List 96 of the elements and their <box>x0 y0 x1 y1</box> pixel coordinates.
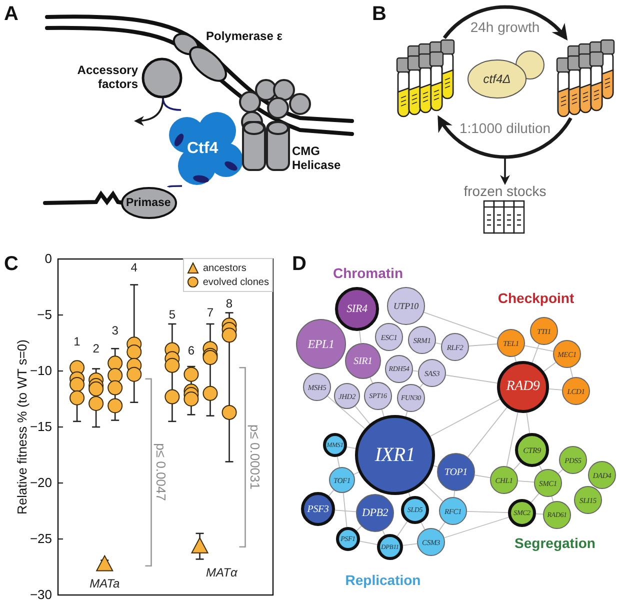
arrow <box>442 5 568 40</box>
plot-annotation: 3 <box>112 324 118 338</box>
p-value-label: p≤ 0.00031 <box>248 424 263 490</box>
interaction-line <box>543 362 556 372</box>
tick-label: −15 <box>30 420 52 434</box>
tether-line <box>168 185 182 188</box>
interaction-line <box>382 530 386 536</box>
interaction-line <box>328 490 334 496</box>
protein-label: CMG Helicase <box>292 144 342 172</box>
interaction-line <box>530 493 540 503</box>
interaction-line <box>548 388 562 390</box>
gene-node: EPL1 <box>296 319 346 369</box>
protein-label: Polymerase ε <box>206 29 282 43</box>
panel-letter: D <box>292 254 306 274</box>
interaction-line <box>513 462 521 470</box>
strain-label: ctf4Δ <box>482 72 512 86</box>
gene-node: PSF3 <box>301 492 335 526</box>
gene-node: RAD9 <box>497 361 549 413</box>
interaction-line <box>551 496 554 502</box>
interaction-line <box>356 526 362 532</box>
interaction-line <box>558 469 564 474</box>
cluster-title: Segregation <box>514 536 596 550</box>
interaction-line <box>354 406 370 424</box>
interaction-line <box>396 521 408 537</box>
panel-letter: A <box>4 4 18 24</box>
interaction-line <box>570 367 574 378</box>
gene-node: SIR4 <box>335 287 379 331</box>
cluster-title: Checkpoint <box>498 291 574 305</box>
tick-label: −25 <box>30 532 52 546</box>
interaction-line <box>430 398 500 437</box>
interaction-line <box>336 456 340 468</box>
gene-node: CTR9 <box>515 433 549 467</box>
legend-label: ancestors <box>203 262 246 274</box>
cluster-title: Chromatin <box>333 266 403 280</box>
legend-label: evolved clones <box>202 276 269 288</box>
interaction-line <box>468 344 498 346</box>
interaction-line <box>346 446 356 449</box>
interaction-line <box>445 374 498 384</box>
stock-label: frozen stocks <box>462 183 548 199</box>
gene-node: UTP10 <box>387 287 425 325</box>
tether-line <box>162 98 182 111</box>
tick-label: −20 <box>30 476 52 490</box>
interaction-line <box>342 492 348 528</box>
interaction-line <box>506 412 518 467</box>
plot-annotation: 1 <box>74 335 80 348</box>
p-value-label: p≤ 0.0047 <box>154 443 169 502</box>
interaction-line <box>402 543 418 546</box>
protein-label: Accessory factors <box>76 63 138 91</box>
arrow <box>134 98 164 126</box>
interaction-line <box>359 330 362 344</box>
arrow <box>438 115 572 159</box>
panel-letter: C <box>4 254 18 274</box>
interaction-line <box>532 344 540 364</box>
interaction-line <box>334 510 356 512</box>
interaction-line <box>327 396 366 430</box>
axis-title: Relative fitness % (to WT s=0) <box>14 340 30 514</box>
gene-node: DPB2 <box>356 494 394 532</box>
tick-label: −10 <box>30 364 52 378</box>
tick-label: −5 <box>37 308 52 322</box>
interaction-line <box>444 516 510 538</box>
plot-annotation: 5 <box>168 308 176 322</box>
interaction-line <box>438 522 446 532</box>
protein-label: Ctf4 <box>187 142 218 156</box>
plot-annotation: 2 <box>92 342 100 356</box>
interaction-line <box>466 510 508 514</box>
edge-label: 24h growth <box>468 19 542 35</box>
gene-node: TOP1 <box>437 453 475 491</box>
plot-annotation: 7 <box>206 306 214 320</box>
plot-annotation: 8 <box>226 297 233 310</box>
interaction-line <box>420 522 426 530</box>
plot-annotation: 4 <box>130 261 138 274</box>
plot-annotation: MATa <box>90 577 120 590</box>
gene-node: IXR1 <box>355 415 435 495</box>
plot-annotation: 6 <box>188 344 195 358</box>
tick-label: 0 <box>44 252 52 266</box>
interaction-line <box>454 490 455 498</box>
interaction-line <box>405 411 408 417</box>
interaction-line <box>359 540 378 546</box>
interaction-line <box>353 472 360 475</box>
panel-letter: B <box>372 4 386 24</box>
interaction-line <box>518 480 534 482</box>
interaction-line <box>536 513 544 515</box>
gene-node: SIR1 <box>345 343 381 379</box>
interaction-line <box>423 482 444 502</box>
interaction-line <box>526 412 530 434</box>
interaction-line <box>514 356 517 362</box>
interaction-line <box>467 406 508 458</box>
interaction-line <box>474 474 491 478</box>
interaction-line <box>538 464 542 471</box>
plot-annotation: MATα <box>206 566 238 580</box>
cluster-title: Replication <box>345 573 421 587</box>
interaction-line <box>423 312 498 339</box>
arrow <box>500 158 510 185</box>
interaction-line <box>524 345 554 352</box>
protein-label: Primase <box>126 196 171 210</box>
tick-label: −30 <box>30 588 52 601</box>
